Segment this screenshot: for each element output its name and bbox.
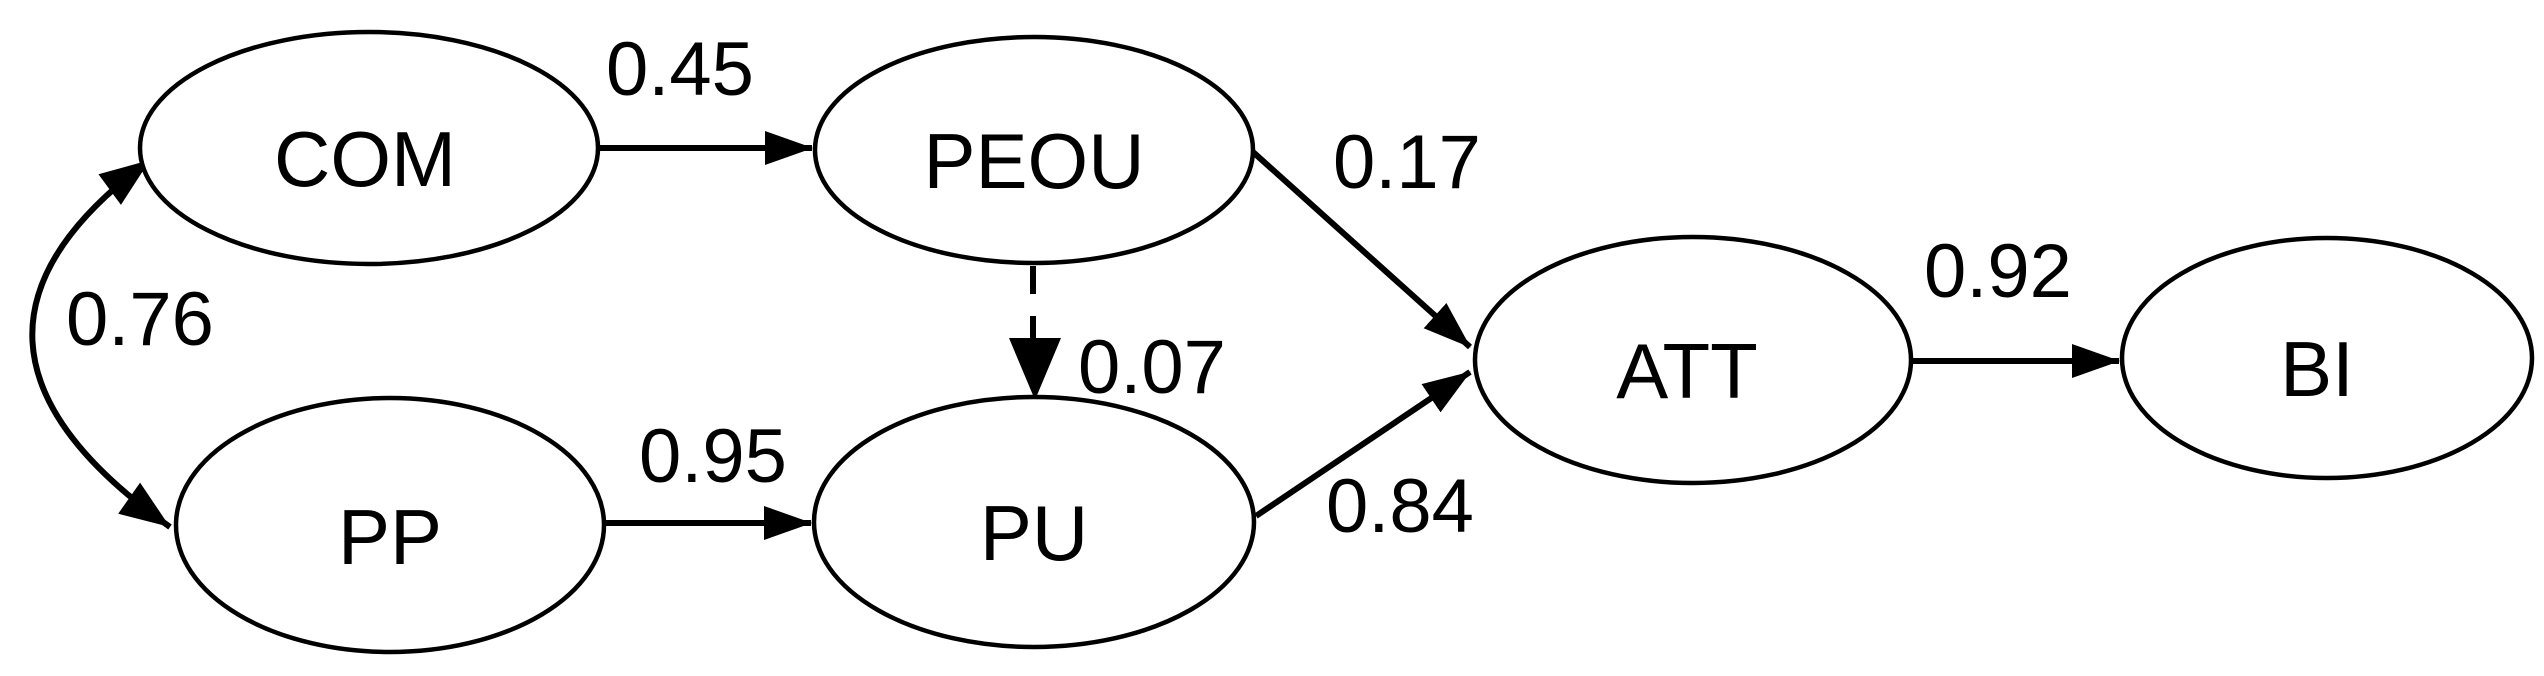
node-pu-ellipse — [811, 394, 1257, 650]
edge-peou-pu-arrowhead — [1009, 338, 1061, 400]
node-peou-ellipse — [812, 34, 1256, 266]
edge-peou-pu-label: 0.07 — [1078, 325, 1226, 410]
node-att-label: ATT — [1616, 327, 1758, 415]
node-bi-ellipse — [2119, 235, 2535, 481]
node-pp-label: PP — [338, 493, 442, 581]
edge-pp-pu-label: 0.95 — [639, 414, 787, 499]
edge-com-peou-label: 0.45 — [606, 27, 754, 112]
edge-peou-att-arrow — [1250, 149, 1473, 350]
edge-pu-att-arrow — [1254, 369, 1472, 519]
edge-com-pp-label: 0.76 — [66, 277, 214, 362]
node-pu-label: PU — [980, 489, 1088, 577]
node-com-ellipse — [137, 29, 601, 267]
edge-pu-att-label: 0.84 — [1326, 464, 1474, 549]
edge-com-pp-arrowhead-bottom — [118, 482, 170, 527]
node-peou-label: PEOU — [923, 117, 1144, 205]
edge-peou-att-label: 0.17 — [1333, 120, 1481, 205]
node-pp-ellipse — [173, 395, 607, 655]
edge-com-pp-arrowhead-top — [98, 160, 150, 205]
node-com-label: COM — [274, 115, 456, 203]
node-att-ellipse — [1472, 234, 1914, 486]
node-bi-label: BI — [2280, 325, 2354, 413]
edge-com-pp-curve — [29, 157, 172, 530]
edge-att-bi-label: 0.92 — [1924, 229, 2072, 314]
